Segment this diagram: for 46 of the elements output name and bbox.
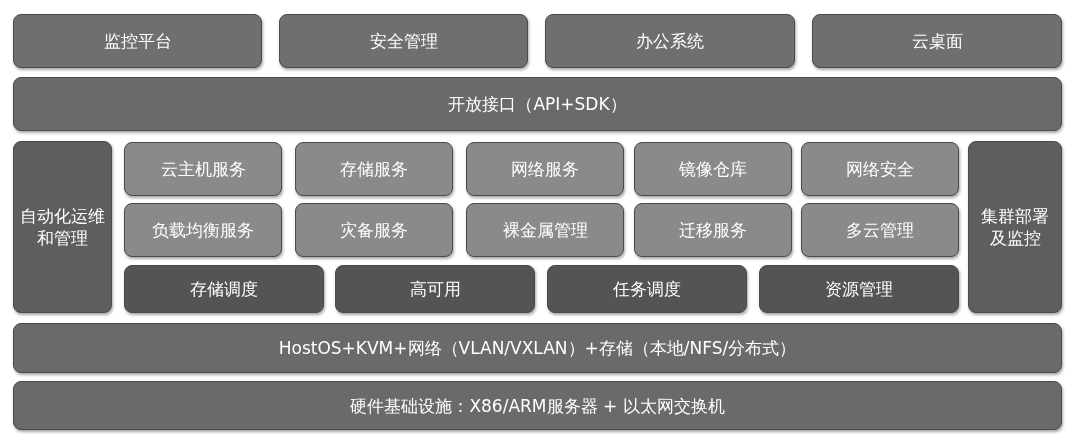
scheduler-box bbox=[547, 265, 747, 313]
scheduler-box bbox=[335, 265, 535, 313]
layer-bar bbox=[13, 77, 1062, 131]
node-label: 集群部署及监控 bbox=[980, 205, 1050, 249]
node-label: 自动化运维和管理 bbox=[19, 205, 106, 249]
scheduler-box bbox=[124, 265, 324, 313]
node-label: 存储服务 bbox=[339, 158, 409, 180]
node-label: 安全管理 bbox=[368, 30, 439, 52]
service-box bbox=[801, 142, 959, 196]
service-box bbox=[466, 142, 624, 196]
service-box bbox=[634, 142, 792, 196]
service-box bbox=[124, 142, 282, 196]
node-label: 高可用 bbox=[408, 278, 462, 300]
node-label: 办公系统 bbox=[635, 30, 705, 52]
application-box bbox=[13, 14, 262, 68]
node-label: 资源管理 bbox=[824, 278, 894, 300]
node-label: 云主机服务 bbox=[159, 158, 247, 180]
node-label: 灾备服务 bbox=[339, 219, 409, 241]
node-label: HostOS+KVM+网络（VLAN/VXLAN）+存储（本地/NFS/分布式） bbox=[277, 337, 798, 359]
node-label: 多云管理 bbox=[845, 219, 915, 241]
node-label: 迁移服务 bbox=[678, 219, 748, 241]
service-box bbox=[124, 203, 282, 257]
node-label: 镜像仓库 bbox=[678, 158, 748, 180]
scheduler-box bbox=[759, 265, 959, 313]
application-box bbox=[812, 14, 1062, 68]
node-label: 开放接口（API+SDK） bbox=[447, 93, 628, 115]
service-box bbox=[466, 203, 624, 257]
layer-bar bbox=[13, 323, 1062, 373]
node-label: 任务调度 bbox=[612, 278, 682, 300]
application-box bbox=[279, 14, 528, 68]
side-panel bbox=[13, 141, 112, 313]
node-label: 裸金属管理 bbox=[501, 219, 589, 241]
application-box bbox=[545, 14, 795, 68]
node-label: 硬件基础设施：X86/ARM服务器 + 以太网交换机 bbox=[349, 394, 726, 417]
service-box bbox=[634, 203, 792, 257]
node-label: 网络安全 bbox=[845, 158, 915, 180]
node-label: 云桌面 bbox=[910, 30, 964, 52]
layer-bar bbox=[13, 381, 1062, 430]
side-panel bbox=[968, 141, 1062, 313]
node-label: 负载均衡服务 bbox=[151, 219, 255, 241]
service-box bbox=[801, 203, 959, 257]
service-box bbox=[295, 203, 453, 257]
node-label: 存储调度 bbox=[189, 278, 259, 300]
service-box bbox=[295, 142, 453, 196]
node-label: 监控平台 bbox=[102, 30, 173, 52]
node-label: 网络服务 bbox=[510, 158, 580, 180]
